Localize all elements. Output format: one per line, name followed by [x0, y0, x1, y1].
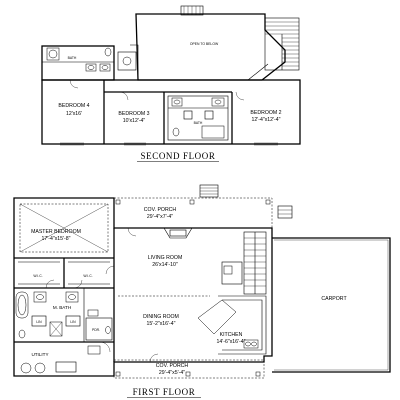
label-living-room: LIVING ROOM — [148, 255, 183, 261]
label-carport: CARPORT — [321, 296, 347, 302]
open-to-below-outline — [135, 13, 286, 81]
linen-closet-right — [65, 315, 81, 327]
first-floor-plan: COV. PORCH 29'-4"x7'-4" MASTER BEDROOM 1… — [13, 184, 391, 398]
stair-second-floor — [264, 17, 300, 71]
label-living-room-size: 26'x14'-10" — [152, 262, 178, 268]
second-floor-plan: OPEN TO BELOW BATH BEDROOM 4 12'x16' BED… — [41, 5, 301, 162]
label-bedroom-4-size: 12'x16' — [66, 111, 82, 117]
utility-sink-icon — [87, 345, 101, 355]
label-dining-room-size: 15'-2"x16'-4" — [146, 321, 175, 327]
label-linen-left: LIN — [36, 320, 42, 324]
stair-first-floor — [243, 231, 267, 295]
dryer-icon — [34, 362, 46, 374]
label-utility: UTILITY — [31, 352, 48, 357]
label-cov-porch-bottom: COV. PORCH — [156, 363, 189, 369]
label-bedroom-3: BEDROOM 3 — [118, 111, 149, 117]
label-cov-porch-top-size: 29'-4"x7'-4" — [147, 214, 173, 220]
toilet-icon — [105, 326, 111, 334]
label-powder-room: PDR. — [92, 328, 100, 332]
sink-icon — [87, 309, 99, 317]
bedrooms-block — [41, 79, 301, 145]
carport-outline — [272, 237, 391, 373]
label-bedroom-4: BEDROOM 4 — [58, 103, 89, 109]
label-cov-porch-bottom-size: 29'-4"x5'-4" — [159, 370, 185, 376]
label-wic-left: W.I.C. — [33, 274, 42, 278]
toilet-icon — [172, 127, 180, 137]
first-floor-outline — [13, 197, 273, 377]
label-cov-porch-top: COV. PORCH — [144, 207, 177, 213]
kitchen-sink-icon — [243, 339, 259, 349]
covered-porch-top — [113, 197, 273, 229]
label-master-bedroom-size: 17'-4"x15'-8" — [41, 236, 70, 242]
kitchen-counter — [218, 295, 267, 355]
fireplace-icon — [163, 227, 193, 239]
bathtub-icon — [201, 125, 225, 139]
label-bath-mid: BATH — [194, 121, 203, 125]
label-bedroom-2: BEDROOM 2 — [250, 110, 281, 116]
label-linen-right: LIN — [70, 320, 76, 324]
bath-mid-room — [167, 95, 229, 141]
refrigerator-icon — [223, 265, 233, 275]
kitchen-island — [197, 299, 237, 335]
second-floor-title: SECOND FLOOR — [141, 151, 216, 161]
linen-closet-left — [31, 315, 47, 327]
toilet-icon — [104, 47, 112, 57]
closet-upper — [117, 51, 137, 71]
label-master-bedroom: MASTER BEDROOM — [31, 229, 81, 235]
pantry-closet — [221, 261, 243, 285]
label-dining-room: DINING ROOM — [143, 314, 179, 320]
label-bedroom-3-size: 10'x12'-4" — [123, 118, 146, 124]
label-kitchen: KITCHEN — [220, 332, 243, 338]
label-open-to-below: OPEN TO BELOW — [190, 42, 219, 46]
label-wic-right: W.I.C. — [83, 274, 92, 278]
covered-porch-bottom — [113, 359, 265, 379]
label-bath-top: BATH — [68, 56, 77, 60]
utility-counter — [55, 361, 77, 373]
powder-room — [85, 317, 113, 341]
label-bedroom-2-size: 12'-4"x12'-4" — [251, 117, 280, 123]
label-kitchen-size: 14'-6"x16'-4" — [216, 339, 245, 345]
washer-icon — [20, 362, 32, 374]
steps-icon — [277, 205, 293, 219]
first-floor-title: FIRST FLOOR — [133, 387, 196, 397]
toilet-icon — [18, 329, 26, 339]
label-master-bath: M. BATH — [53, 305, 71, 310]
washer-icon — [122, 56, 132, 66]
